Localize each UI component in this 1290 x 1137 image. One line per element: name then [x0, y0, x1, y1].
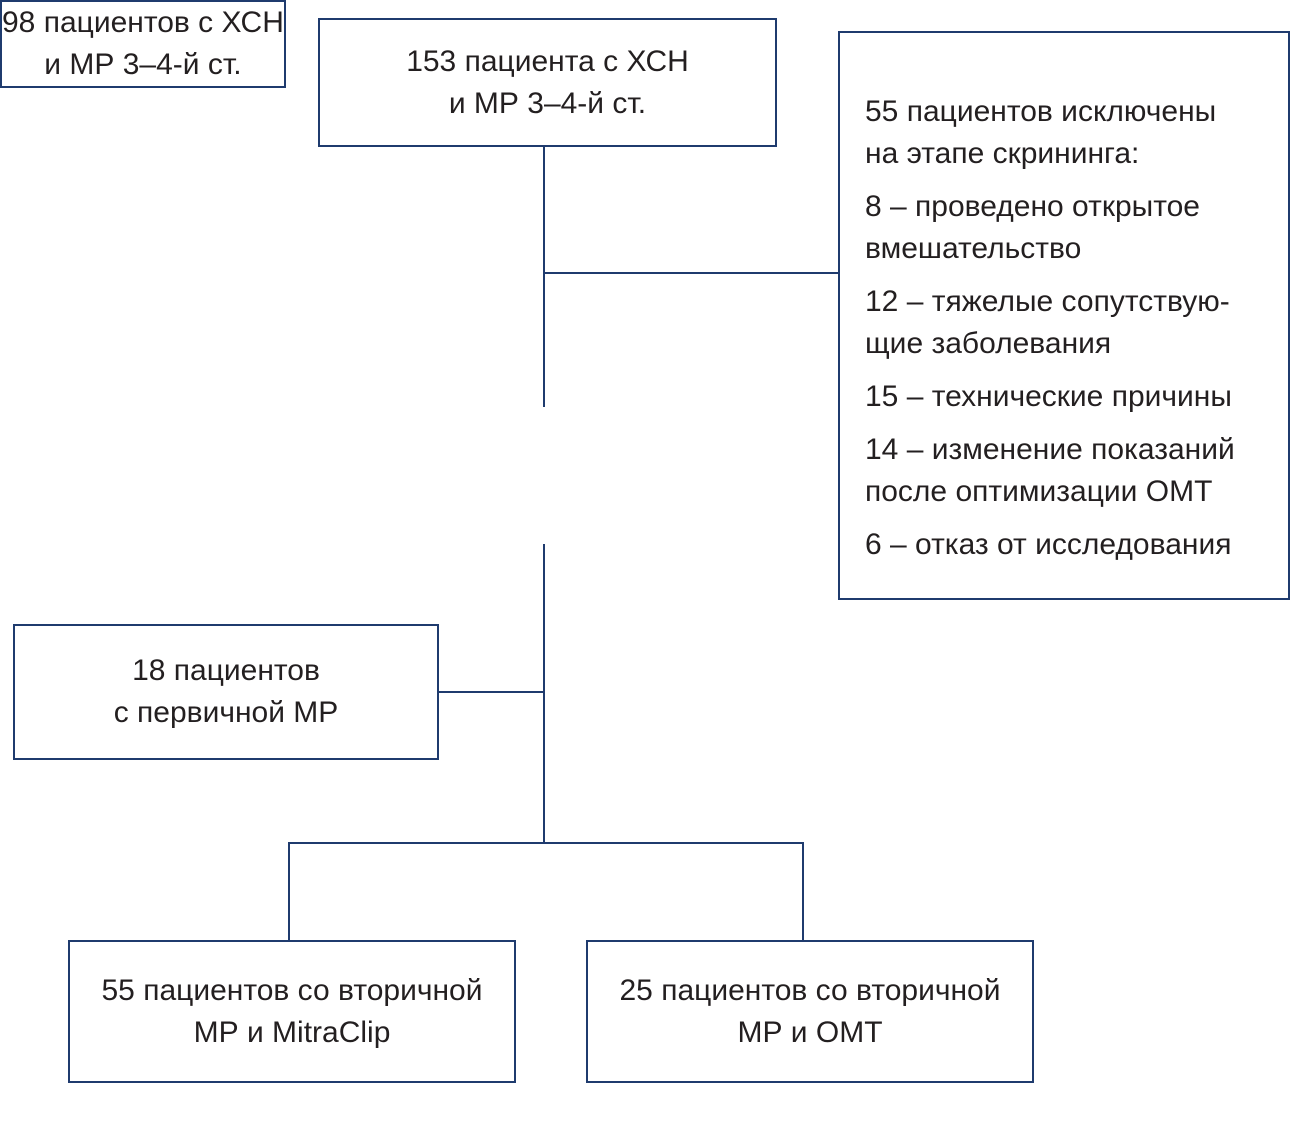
connector-to-omt [802, 842, 804, 940]
excluded-header: 55 пациентов исключены на этапе скрининг… [865, 91, 1278, 175]
excluded-reason-technical: 15 – технические причины [865, 376, 1278, 418]
primary-box-line: 18 пациентов [132, 654, 320, 687]
start-box-line: 153 пациента с ХСН [406, 44, 689, 78]
excluded-reason-line: 14 – изменение показаний [865, 433, 1235, 466]
omt-box: 25 пациентов со вторичной МР и ОМТ [586, 940, 1034, 1083]
excluded-reason-line: 15 – технические причины [865, 380, 1232, 413]
omt-box-line: МР и ОМТ [737, 1015, 883, 1049]
excluded-reason-line: 12 – тяжелые сопутствую- [865, 285, 1230, 318]
omt-box-line: 25 пациентов со вторичной [619, 973, 1001, 1007]
excluded-reason-line: после оптимизации ОМТ [865, 475, 1213, 508]
connector-to-mitraclip [288, 842, 290, 940]
excluded-reason-line: 8 – проведено открытое [865, 190, 1200, 223]
excluded-reason-refusal: 6 – отказ от исследования [865, 524, 1278, 566]
primary-mr-box: 18 пациентов с первичной МР [13, 624, 439, 760]
excluded-reason-comorbidities: 12 – тяжелые сопутствую- щие заболевания [865, 281, 1278, 365]
screened-box-line: и МР 3–4-й ст. [44, 48, 242, 81]
connector-screened-down [543, 544, 545, 844]
connector-to-primary [439, 691, 545, 693]
mitraclip-box: 55 пациентов со вторичной МР и MitraClip [68, 940, 516, 1083]
screened-box-line: 98 пациентов с ХСН [2, 6, 284, 39]
excluded-box: 55 пациентов исключены на этапе скрининг… [838, 31, 1290, 600]
excluded-reason-open-surgery: 8 – проведено открытое вмешательство [865, 186, 1278, 270]
screened-box: 98 пациентов с ХСН и МР 3–4-й ст. [0, 0, 286, 88]
excluded-header-line: 55 пациентов исключены [865, 95, 1217, 128]
start-box-line: и МР 3–4-й ст. [448, 86, 647, 120]
connector-branch-horizontal [288, 842, 804, 844]
mitraclip-box-line: МР и MitraClip [193, 1015, 391, 1049]
excluded-reason-line: 6 – отказ от исследования [865, 528, 1232, 561]
connector-to-excluded [543, 272, 838, 274]
mitraclip-box-line: 55 пациентов со вторичной [101, 973, 483, 1007]
start-box: 153 пациента с ХСН и МР 3–4-й ст. [318, 18, 777, 147]
excluded-reason-line: щие заболевания [865, 327, 1112, 360]
excluded-reason-line: вмешательство [865, 232, 1082, 265]
connector-start-to-screened [543, 147, 545, 407]
primary-box-line: с первичной МР [113, 696, 339, 729]
excluded-reason-indication-change: 14 – изменение показаний после оптимизац… [865, 429, 1278, 513]
excluded-header-line: на этапе скрининга: [865, 137, 1140, 170]
